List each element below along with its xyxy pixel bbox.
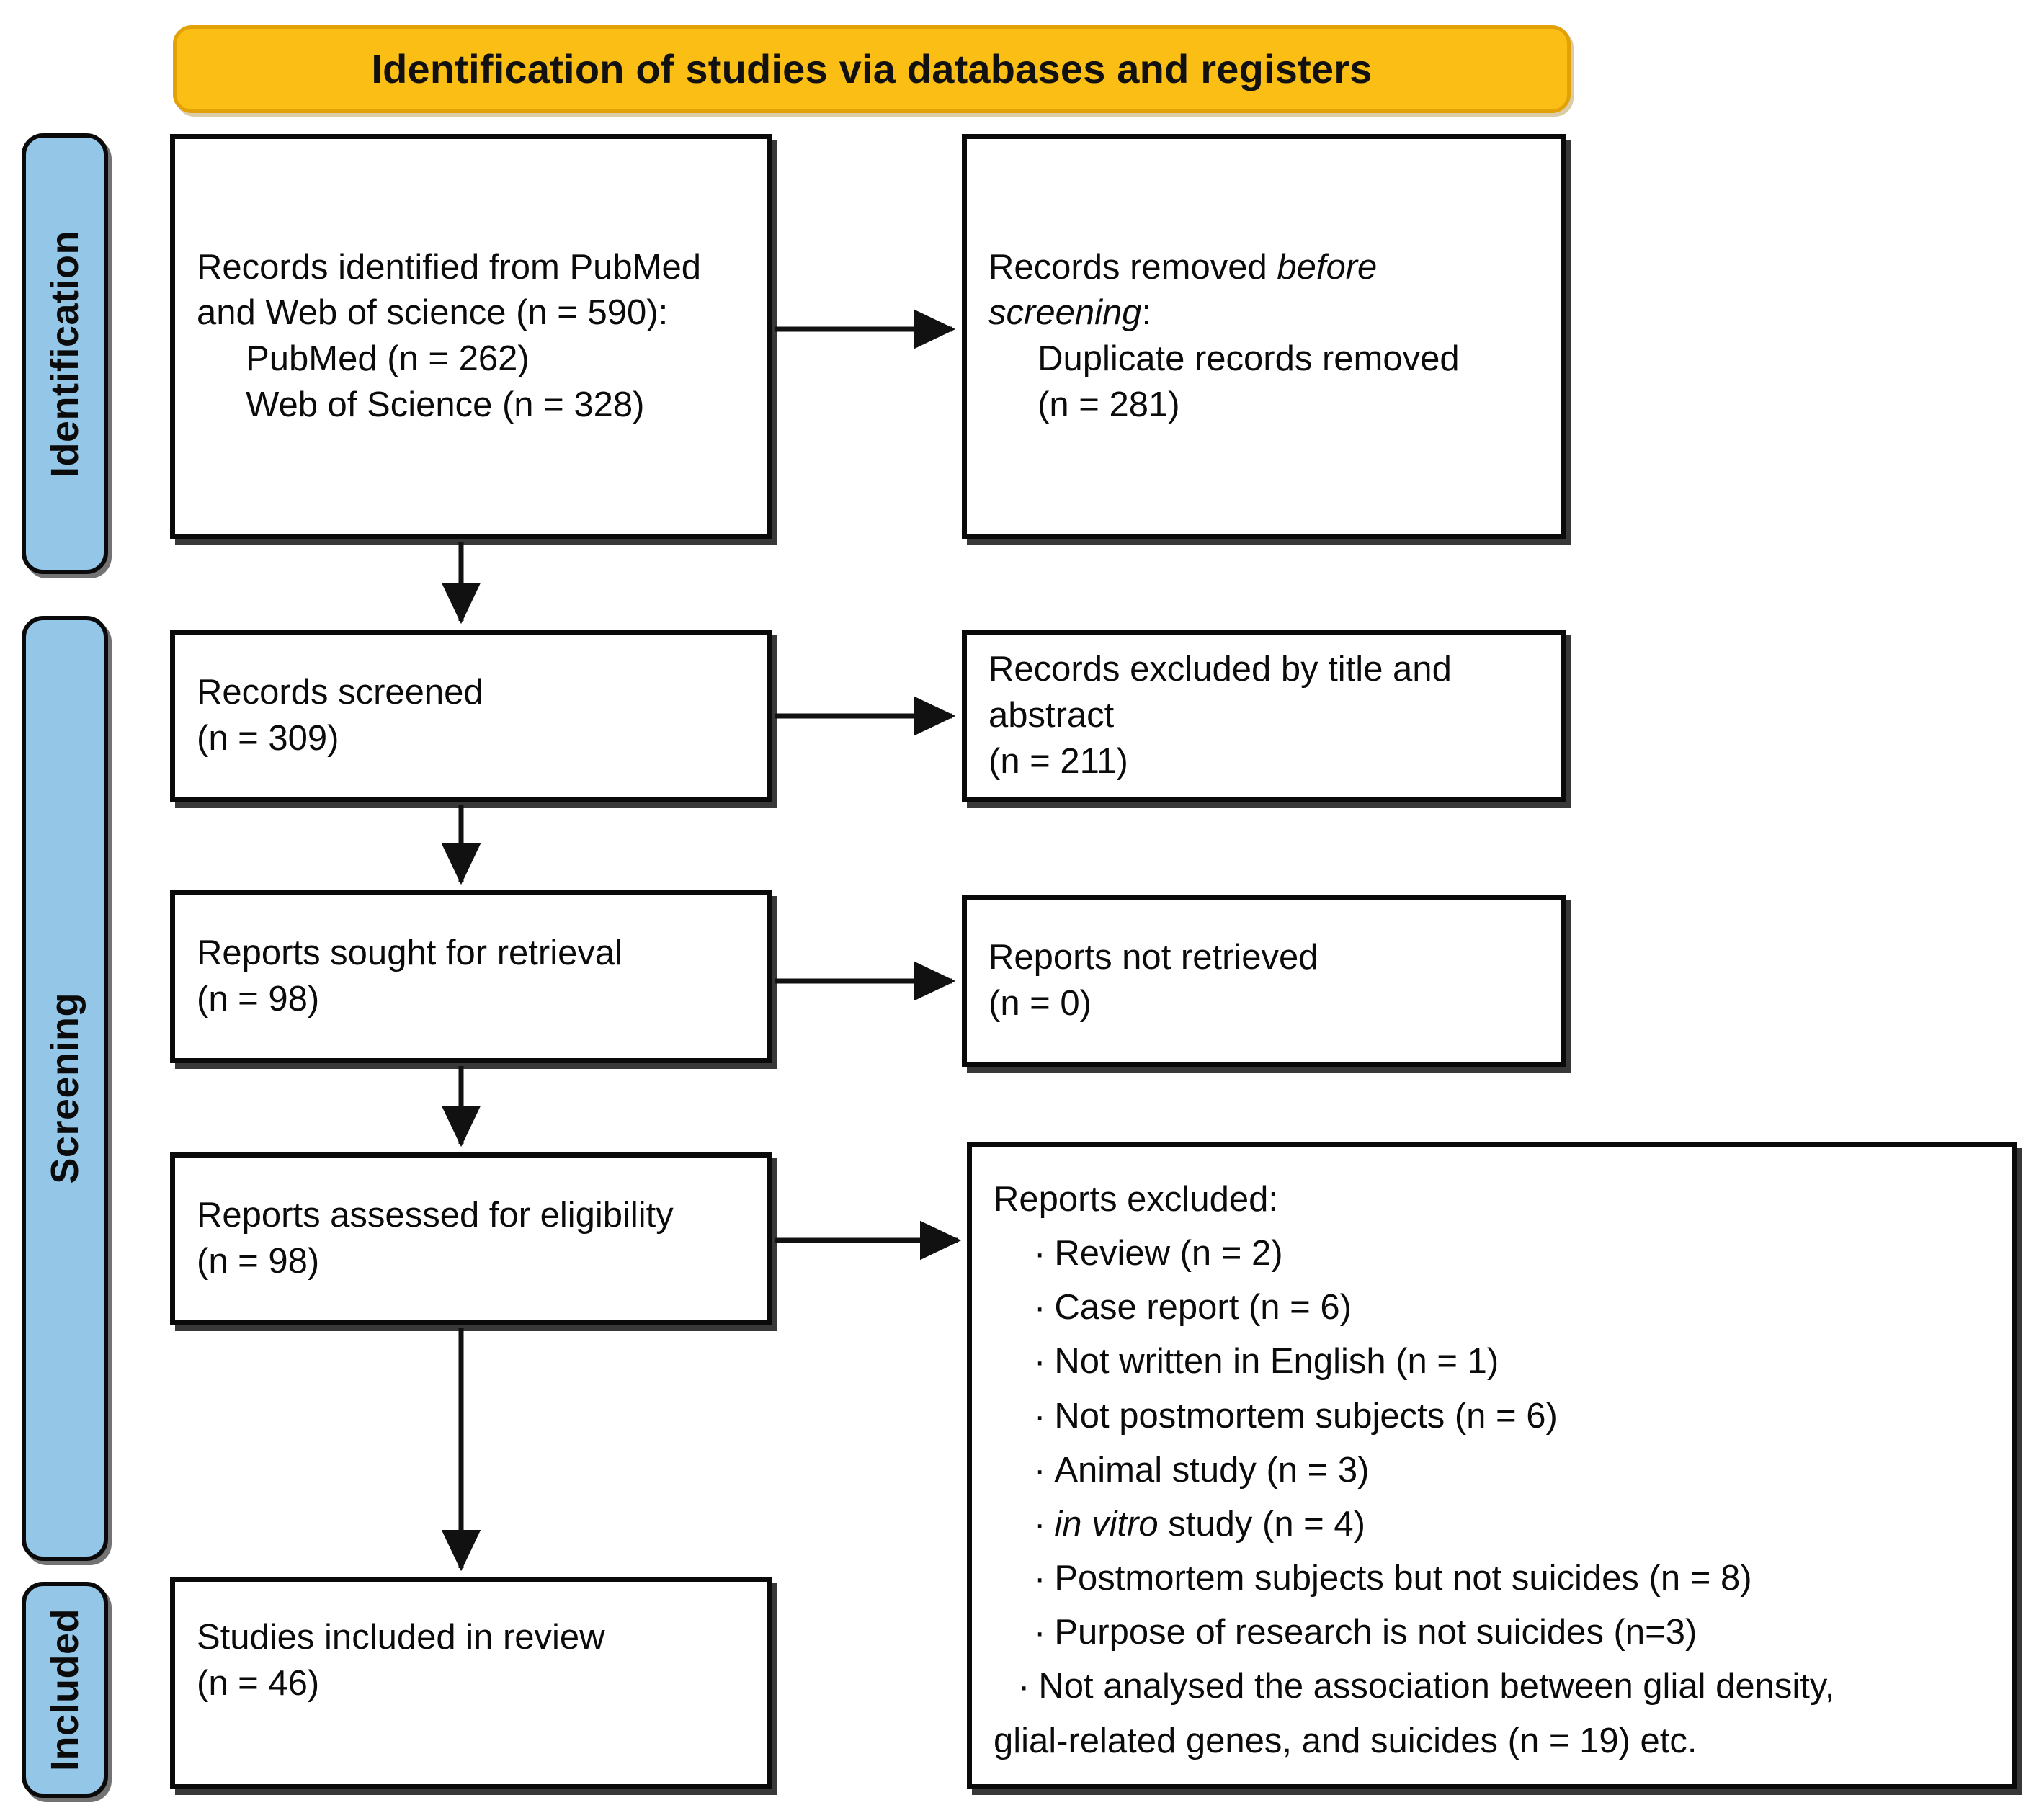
phase-screening-label: Screening xyxy=(43,993,86,1184)
node-reports-not-retrieved: Reports not retrieved (n = 0) xyxy=(962,895,1566,1067)
list-item: ·Animal study (n = 3) xyxy=(1034,1450,1370,1490)
bullet-icon: · xyxy=(1034,1396,1046,1436)
bullet-icon: · xyxy=(1034,1234,1046,1273)
bullet-icon: · xyxy=(1034,1342,1046,1382)
list-item: ·Not analysed the association between gl… xyxy=(1018,1667,1835,1706)
phase-included: Included xyxy=(22,1582,108,1798)
bullet-icon: · xyxy=(1018,1667,1030,1706)
node-records-removed: Records removed before screening: Duplic… xyxy=(962,134,1566,539)
node-reports-sought-text: Reports sought for retrieval (n = 98) xyxy=(197,934,622,1019)
list-item: ·in vitro study (n = 4) xyxy=(1034,1504,1365,1544)
list-item: ·Case report (n = 6) xyxy=(1034,1288,1352,1328)
node-records-identified: Records identified from PubMed and Web o… xyxy=(170,134,772,539)
node-records-removed-text: Records removed before screening: Duplic… xyxy=(988,247,1460,424)
phase-screening: Screening xyxy=(22,616,108,1561)
list-item: ·Postmortem subjects but not suicides (n… xyxy=(1034,1559,1752,1598)
list-item: ·Purpose of research is not suicides (n=… xyxy=(1034,1613,1697,1652)
list-item: ·Not postmortem subjects (n = 6) xyxy=(1034,1396,1558,1436)
bullet-icon: · xyxy=(1034,1504,1046,1544)
list-item: ·Not written in English (n = 1) xyxy=(1034,1342,1499,1382)
node-records-screened-text: Records screened (n = 309) xyxy=(197,673,483,758)
bullet-icon: · xyxy=(1034,1450,1046,1490)
node-studies-included: Studies included in review (n = 46) xyxy=(170,1577,772,1789)
header-banner: Identification of studies via databases … xyxy=(173,25,1571,113)
node-reports-assessed-text: Reports assessed for eligibility (n = 98… xyxy=(197,1196,674,1281)
reports-excluded-heading: Reports excluded: xyxy=(994,1180,1278,1219)
bullet-icon: · xyxy=(1034,1559,1046,1598)
node-reports-not-retrieved-text: Reports not retrieved (n = 0) xyxy=(988,938,1318,1023)
node-reports-excluded: Reports excluded: ·Review (n = 2) ·Case … xyxy=(967,1142,2017,1789)
list-item: ·Review (n = 2) xyxy=(1034,1234,1283,1273)
phase-included-label: Included xyxy=(43,1608,86,1771)
phase-identification-label: Identification xyxy=(43,230,86,478)
reports-excluded-list: Reports excluded: ·Review (n = 2) ·Case … xyxy=(994,1176,1992,1765)
node-studies-included-text: Studies included in review (n = 46) xyxy=(197,1618,605,1703)
node-records-excluded: Records excluded by title and abstract (… xyxy=(962,630,1566,802)
phase-identification: Identification xyxy=(22,133,108,574)
node-records-screened: Records screened (n = 309) xyxy=(170,630,772,802)
header-title: Identification of studies via databases … xyxy=(371,46,1373,92)
node-reports-assessed: Reports assessed for eligibility (n = 98… xyxy=(170,1152,772,1325)
bullet-icon: · xyxy=(1034,1288,1046,1328)
node-reports-sought: Reports sought for retrieval (n = 98) xyxy=(170,890,772,1063)
bullet-icon: · xyxy=(1034,1613,1046,1652)
node-records-excluded-text: Records excluded by title and abstract (… xyxy=(988,650,1452,781)
node-records-identified-text: Records identified from PubMed and Web o… xyxy=(197,247,701,424)
list-item-continuation: glial-related genes, and suicides (n = 1… xyxy=(994,1721,1697,1760)
